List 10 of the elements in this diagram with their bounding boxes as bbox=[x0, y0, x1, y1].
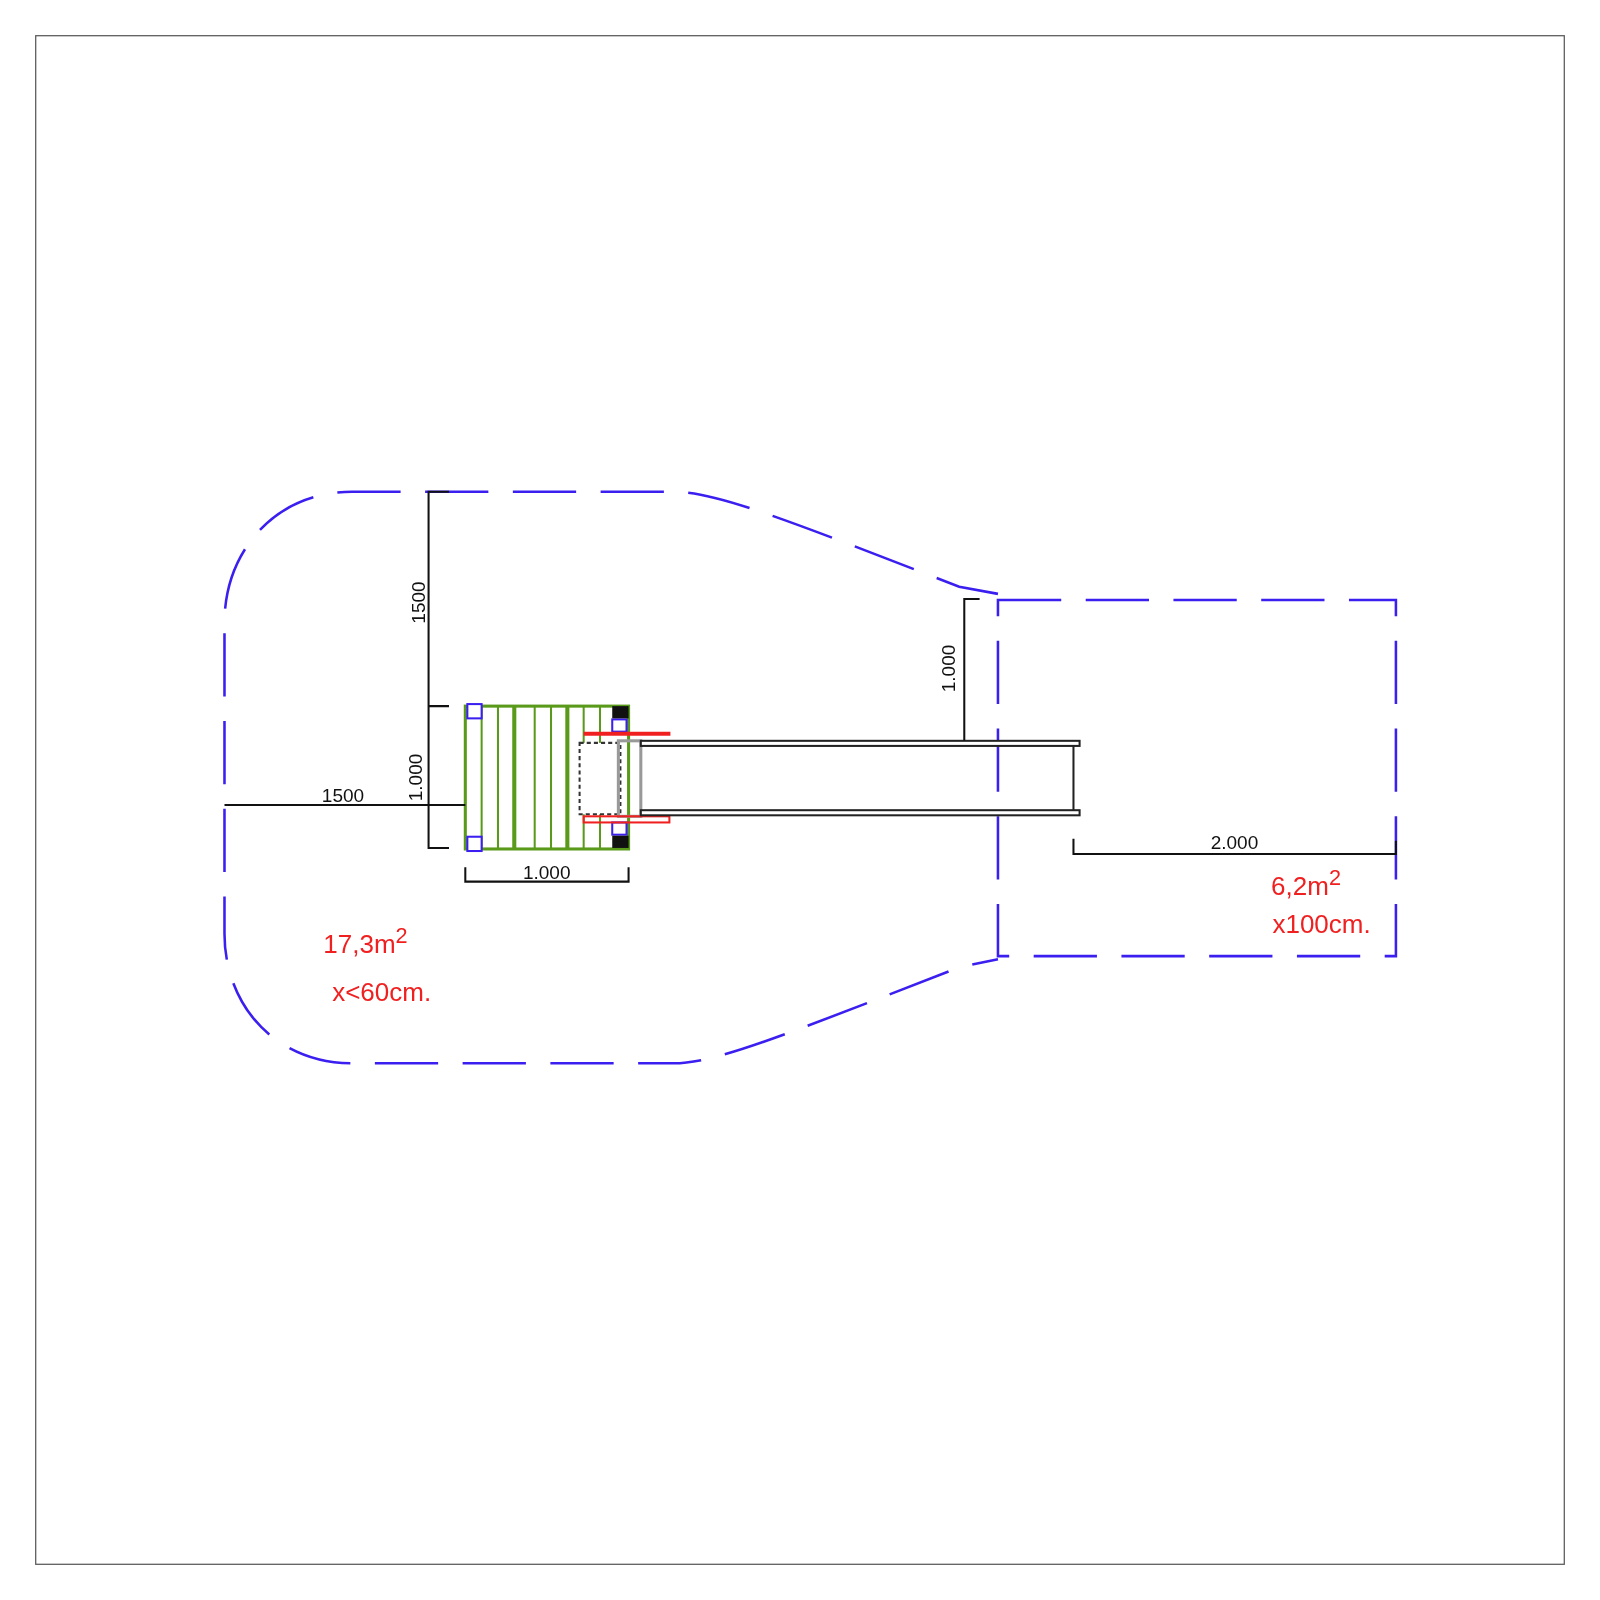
dimension-label: 1.000 bbox=[522, 862, 571, 882]
area-note: x<60cm. bbox=[332, 978, 432, 1005]
area-note: 6,2m$^{2}$ bbox=[1271, 866, 1341, 899]
area-note: x100cm. bbox=[1272, 911, 1371, 938]
area-note: 17,3m$^{2}$ bbox=[323, 924, 408, 957]
dimension-label: 1500 bbox=[321, 786, 365, 806]
dimension-label: 1.000 bbox=[939, 644, 959, 693]
dimension-label: 2.000 bbox=[1210, 833, 1259, 853]
dimension-label: 1500 bbox=[409, 580, 428, 624]
dimension-label: 1.000 bbox=[406, 753, 426, 802]
